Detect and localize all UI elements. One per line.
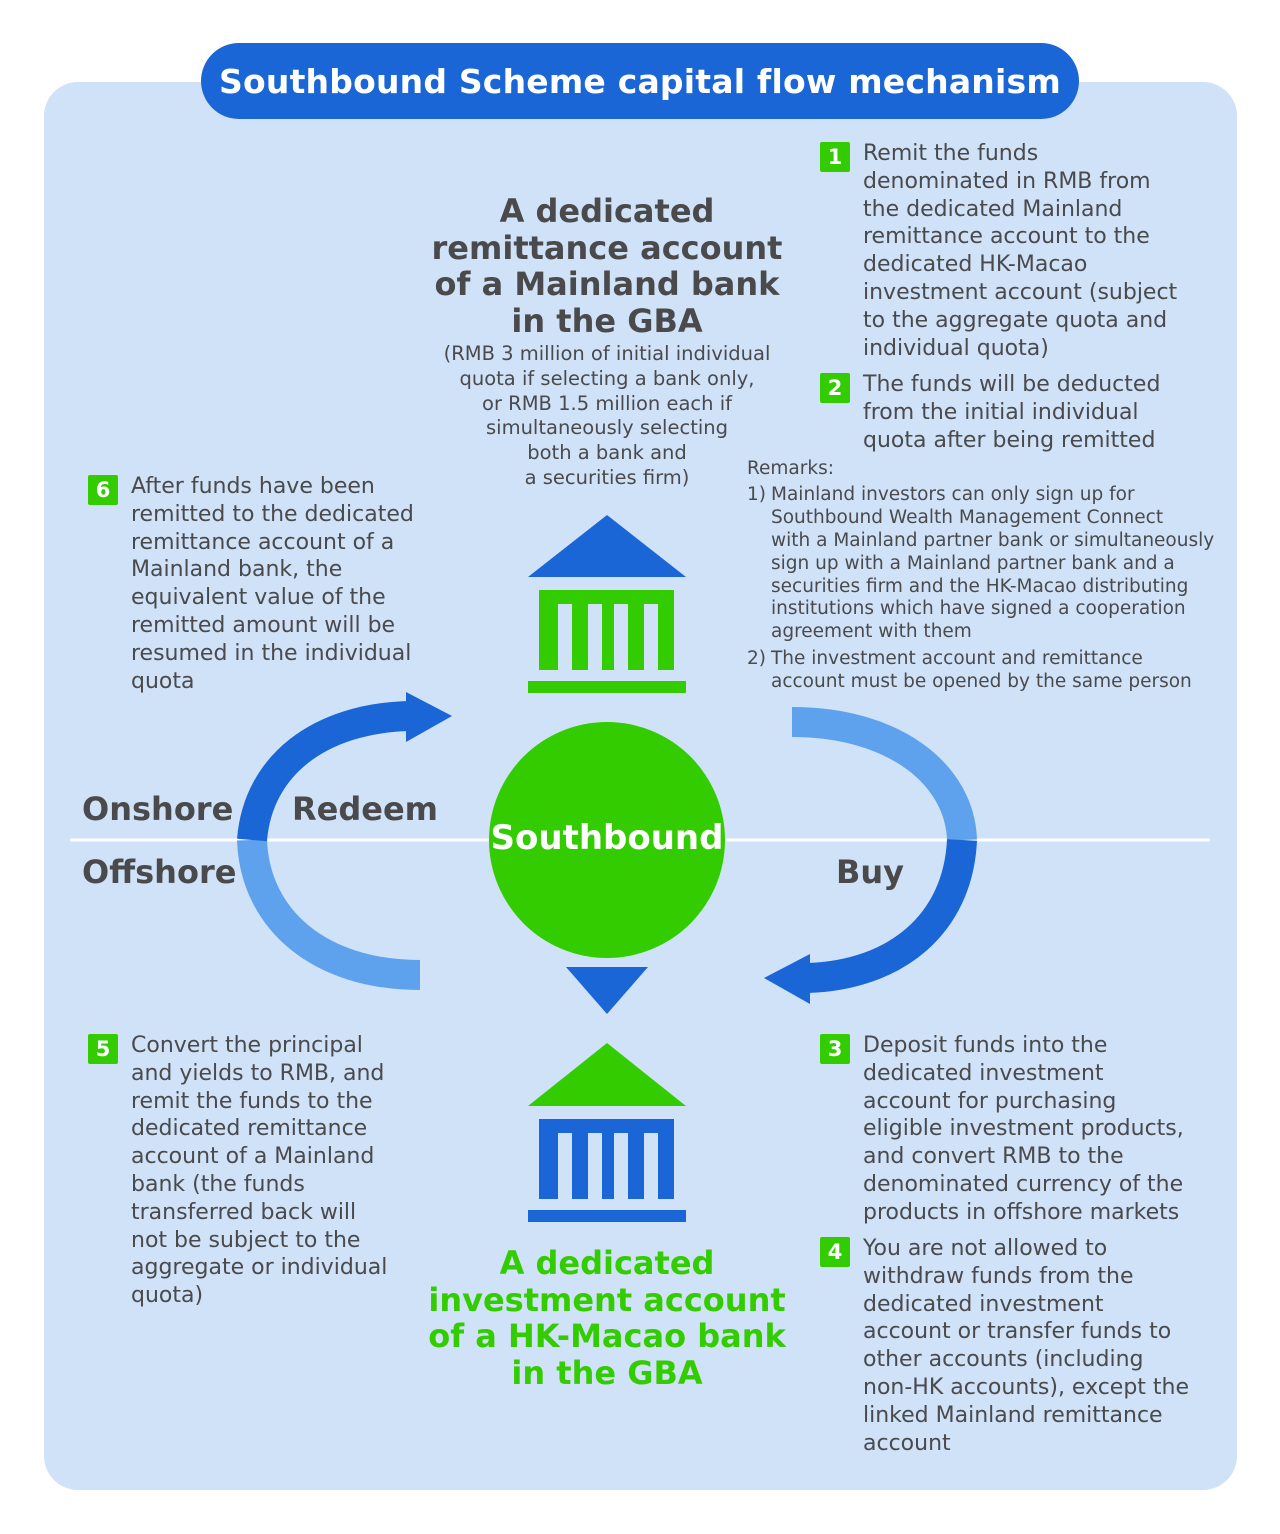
step-number-badge: 6 <box>88 475 118 505</box>
mainland-account-note: (RMB 3 million of initial individual quo… <box>443 342 771 489</box>
offshore-label: Offshore <box>82 853 237 891</box>
redeem-label: Redeem <box>292 790 438 828</box>
buy-arrow-head-icon <box>764 954 810 1004</box>
southbound-label: Southbound <box>490 818 724 858</box>
mainland-bank-icon <box>528 515 686 693</box>
remark-item: 2) The investment account and remittance… <box>747 648 1192 693</box>
buy-label: Buy <box>836 853 905 891</box>
diagram-title: Southbound Scheme capital flow mechanism <box>201 43 1079 119</box>
redeem-arc-lower <box>237 838 421 990</box>
buy-arc-upper <box>791 707 977 842</box>
mainland-account-title: A dedicated remittance account of a Main… <box>431 192 783 340</box>
redeem-arrow-head-icon <box>406 692 452 742</box>
southbound-circle <box>489 722 725 958</box>
remark-item: 1) Mainland investors can only sign up f… <box>747 483 1215 643</box>
step-number-badge: 2 <box>820 373 850 403</box>
step-number-badge: 3 <box>820 1034 850 1064</box>
remarks-heading: Remarks: <box>747 458 834 479</box>
buy-arc-lower <box>807 838 977 993</box>
onshore-label: Onshore <box>82 790 234 828</box>
remarks: Remarks: 1) Mainland investors can only … <box>747 458 1237 694</box>
hk-account-title: A dedicated investment account of a HK-M… <box>428 1244 786 1392</box>
triangle-down-icon <box>566 967 648 1014</box>
step-number-badge: 5 <box>88 1034 118 1064</box>
hk-bank-icon <box>528 1043 686 1222</box>
step-number-badge: 1 <box>820 142 850 172</box>
redeem-arc-upper <box>237 701 411 842</box>
step-number-badge: 4 <box>820 1237 850 1267</box>
